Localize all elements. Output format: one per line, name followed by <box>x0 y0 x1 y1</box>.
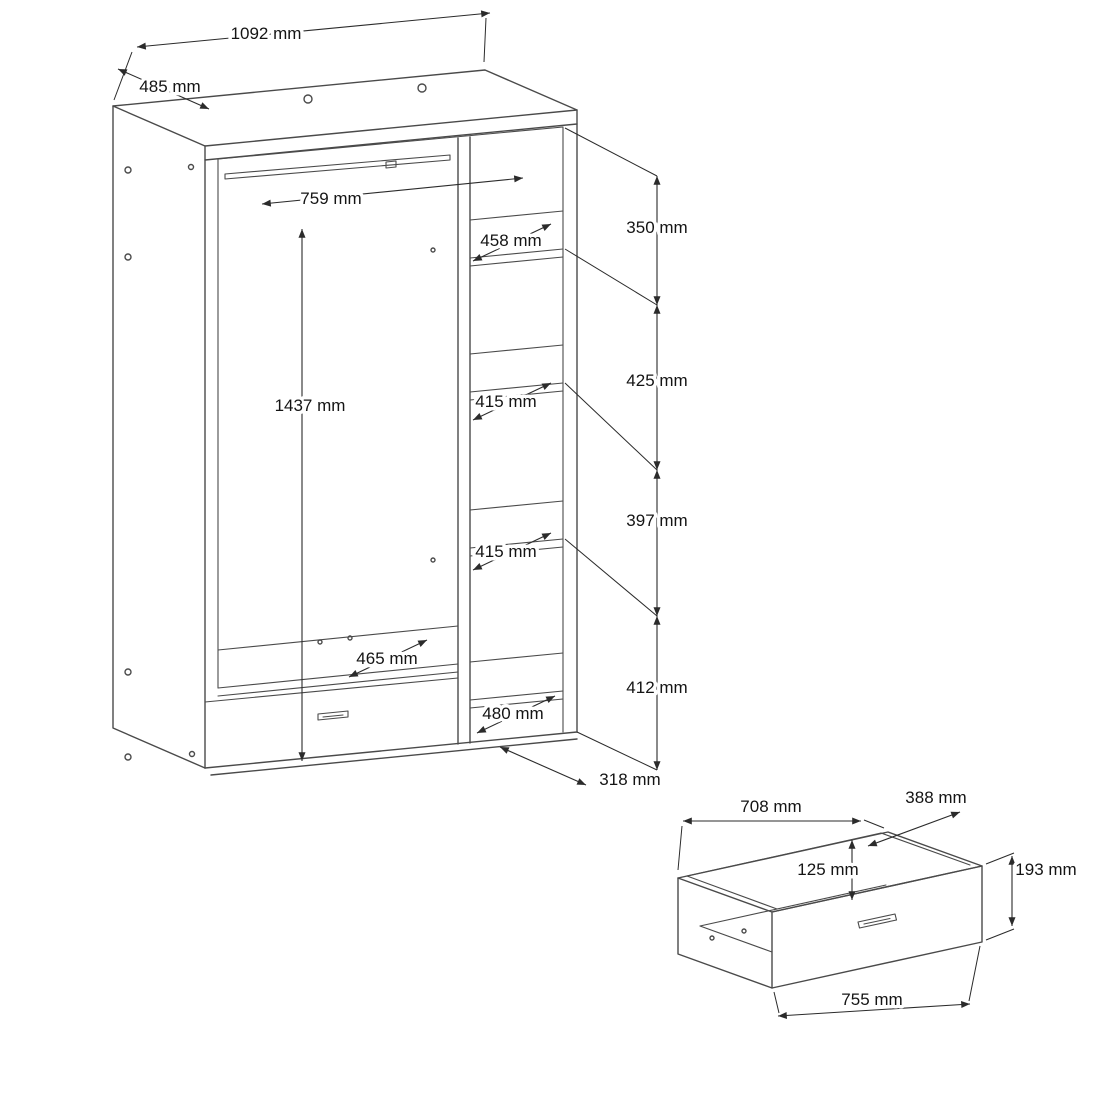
dim-middle-shelf-depth: 415 mm <box>472 382 552 421</box>
dim-bottom-gap: 412 mm <box>623 616 691 770</box>
dim-drawer-inner-height-label: 125 mm <box>797 860 858 879</box>
wardrobe-dimensions: 1092 mm 485 mm 759 mm 1437 mm 458 mm 415 <box>113 10 691 793</box>
drawer-handle <box>857 913 898 929</box>
drawer-detail <box>677 831 983 989</box>
dim-bottom-panel-depth: 465 mm <box>348 639 428 678</box>
dim-interior-height-label: 1437 mm <box>275 396 346 415</box>
dim-bottom-shelf-depth-label: 480 mm <box>482 704 543 723</box>
dim-drawer-inner-height: 125 mm <box>794 840 862 900</box>
chain-leader-lines <box>564 127 658 771</box>
drill-hole <box>347 635 353 641</box>
dim-drawer-inner-width-label: 708 mm <box>740 797 801 816</box>
dim-top-shelf-depth-label: 458 mm <box>480 231 541 250</box>
dim-line <box>348 639 428 678</box>
wardrobe-interior-edges <box>217 126 564 733</box>
drill-hole <box>317 639 323 645</box>
drill-hole <box>187 163 195 171</box>
dim-overall-width-label: 1092 mm <box>231 24 302 43</box>
drawer-dimensions: 708 mm 388 mm 193 mm 125 mm 755 mm <box>677 785 1080 1019</box>
dim-bottom-panel-depth-label: 465 mm <box>356 649 417 668</box>
dim-hanging-rail-width-label: 759 mm <box>300 189 361 208</box>
hanging-rail <box>224 154 451 180</box>
dim-drawer-inner-width: 708 mm <box>683 794 861 825</box>
dim-line <box>472 532 552 571</box>
shelf-bottom <box>469 652 564 709</box>
dim-line <box>472 382 552 421</box>
internal-drawer-handle <box>317 710 349 721</box>
dim-top-shelf-depth: 458 mm <box>472 223 552 262</box>
dim-third-gap-label: 397 mm <box>626 511 687 530</box>
dim-line <box>867 811 961 847</box>
drill-hole <box>188 750 196 758</box>
dim-second-gap-label: 425 mm <box>626 371 687 390</box>
dim-line <box>499 746 587 786</box>
drill-hole <box>709 935 715 941</box>
dim-drawer-front-width-label: 755 mm <box>841 990 902 1009</box>
dim-base-depth: 318 mm <box>499 746 664 793</box>
drawer-extension-lines <box>677 819 1015 1014</box>
dim-bottom-shelf-depth: 480 mm <box>476 695 556 734</box>
wardrobe-partition <box>457 136 471 745</box>
dim-interior-height: 1437 mm <box>271 229 349 761</box>
drawer-inner-bottom <box>699 884 887 953</box>
drill-hole <box>124 253 132 261</box>
dim-line <box>261 175 524 207</box>
dim-line <box>472 223 552 262</box>
drill-hole <box>124 668 132 676</box>
dim-overall-depth-label: 485 mm <box>139 77 200 96</box>
dim-drawer-front-height: 193 mm <box>1008 856 1080 926</box>
dim-third-gap: 397 mm <box>623 469 691 616</box>
dim-bottom-gap-label: 412 mm <box>626 678 687 697</box>
dim-middle-shelf-depth-label: 415 mm <box>475 392 536 411</box>
drawer-left-side <box>677 877 773 989</box>
dim-top-gap-label: 350 mm <box>626 218 687 237</box>
dim-lower-shelf-depth: 415 mm <box>472 532 552 571</box>
cam-fitting <box>417 83 427 93</box>
drawer-drill-holes <box>709 928 747 941</box>
wardrobe-left-panel <box>112 105 206 769</box>
wardrobe-bottom-edge <box>204 731 578 776</box>
drill-hole <box>430 247 436 253</box>
drill-hole <box>124 166 132 174</box>
dim-drawer-depth: 388 mm <box>867 785 970 847</box>
dim-base-depth-label: 318 mm <box>599 770 660 789</box>
dim-lower-shelf-depth-label: 415 mm <box>475 542 536 561</box>
wardrobe-carcass <box>112 69 578 776</box>
dim-second-gap: 425 mm <box>623 304 691 471</box>
dim-overall-width: 1092 mm <box>136 10 491 50</box>
bottom-panel-left-section <box>217 625 459 697</box>
drill-hole <box>430 557 436 563</box>
dim-overall-depth: 485 mm <box>117 68 210 110</box>
drill-hole <box>124 753 132 761</box>
internal-drawer-front <box>204 677 459 703</box>
dim-line <box>117 68 210 110</box>
dim-top-gap: 350 mm <box>623 176 691 306</box>
dim-line <box>777 1001 971 1019</box>
dim-drawer-front-height-label: 193 mm <box>1015 860 1076 879</box>
dim-hanging-rail-width: 759 mm <box>261 175 524 212</box>
wardrobe-top-panel-edge <box>204 109 578 161</box>
dim-drawer-depth-label: 388 mm <box>905 788 966 807</box>
drawer-front-panel <box>771 865 983 989</box>
dim-line <box>136 10 491 50</box>
dim-line <box>476 695 556 734</box>
cam-fitting <box>303 94 313 104</box>
dim-drawer-front-width: 755 mm <box>777 987 971 1019</box>
drill-hole <box>741 928 747 934</box>
